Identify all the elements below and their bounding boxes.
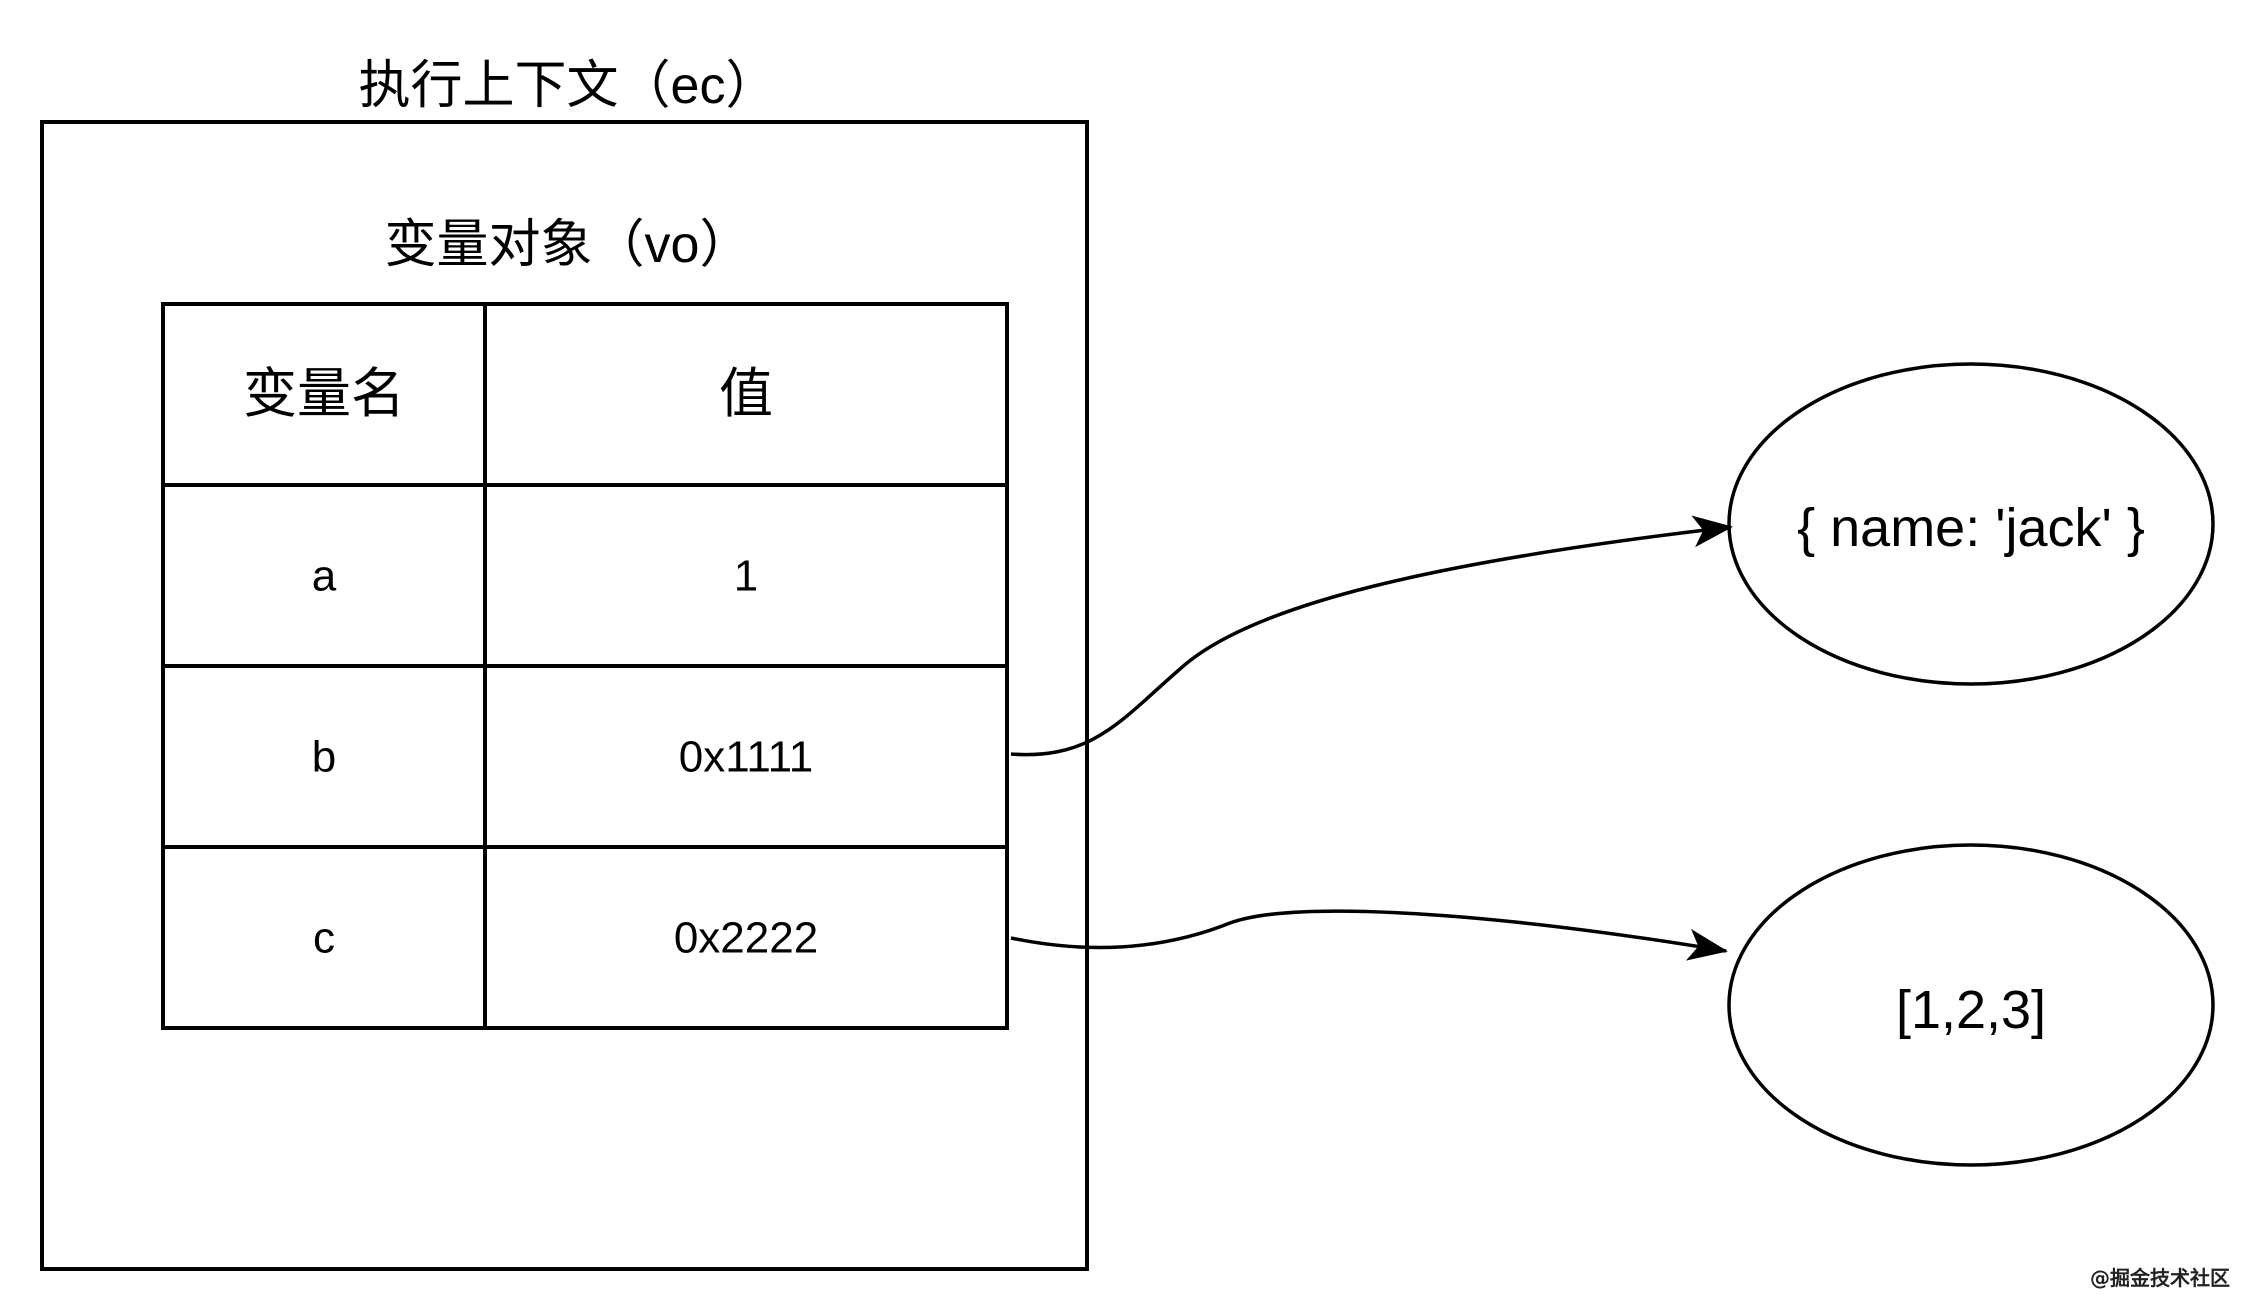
reference-arrow-b-to-object — [1010, 515, 1733, 757]
variable-table: 变量名 值 a 1 b 0x1111 c 0x2222 — [161, 302, 1009, 1030]
table-cell — [483, 483, 1009, 668]
heap-array-node: [1,2,3] — [1727, 843, 2215, 1167]
reference-arrow-c-to-array — [1010, 909, 1728, 961]
table-header-cell — [483, 302, 1009, 487]
heap-object-label: { name: 'jack' } — [1797, 498, 2145, 558]
execution-context-box — [40, 120, 1089, 1271]
table-cell — [483, 845, 1009, 1030]
heap-object-node: { name: 'jack' } — [1727, 362, 2215, 686]
table-header-value: 值 — [719, 364, 773, 424]
table-row: c 0x2222 — [161, 845, 1009, 1030]
variable-name: a — [312, 552, 337, 601]
variable-value: 0x2222 — [674, 914, 818, 963]
heap-array-label: [1,2,3] — [1896, 980, 2046, 1040]
variable-value: 1 — [734, 552, 758, 601]
table-cell — [483, 664, 1009, 849]
table-row: a 1 — [161, 483, 1009, 668]
execution-context-title: 执行上下文（ec） — [359, 57, 778, 115]
variable-object-title: 变量对象（vo） — [385, 216, 752, 274]
watermark: @掘金技术社区 — [2090, 1266, 2230, 1290]
variable-value: 0x1111 — [679, 733, 814, 782]
heap-array-ellipse — [1727, 843, 2215, 1167]
variable-name: b — [312, 733, 336, 782]
table-header-name: 变量名 — [243, 364, 405, 424]
table-cell — [161, 845, 487, 1030]
table-row: b 0x1111 — [161, 664, 1009, 849]
variable-name: c — [313, 914, 335, 963]
